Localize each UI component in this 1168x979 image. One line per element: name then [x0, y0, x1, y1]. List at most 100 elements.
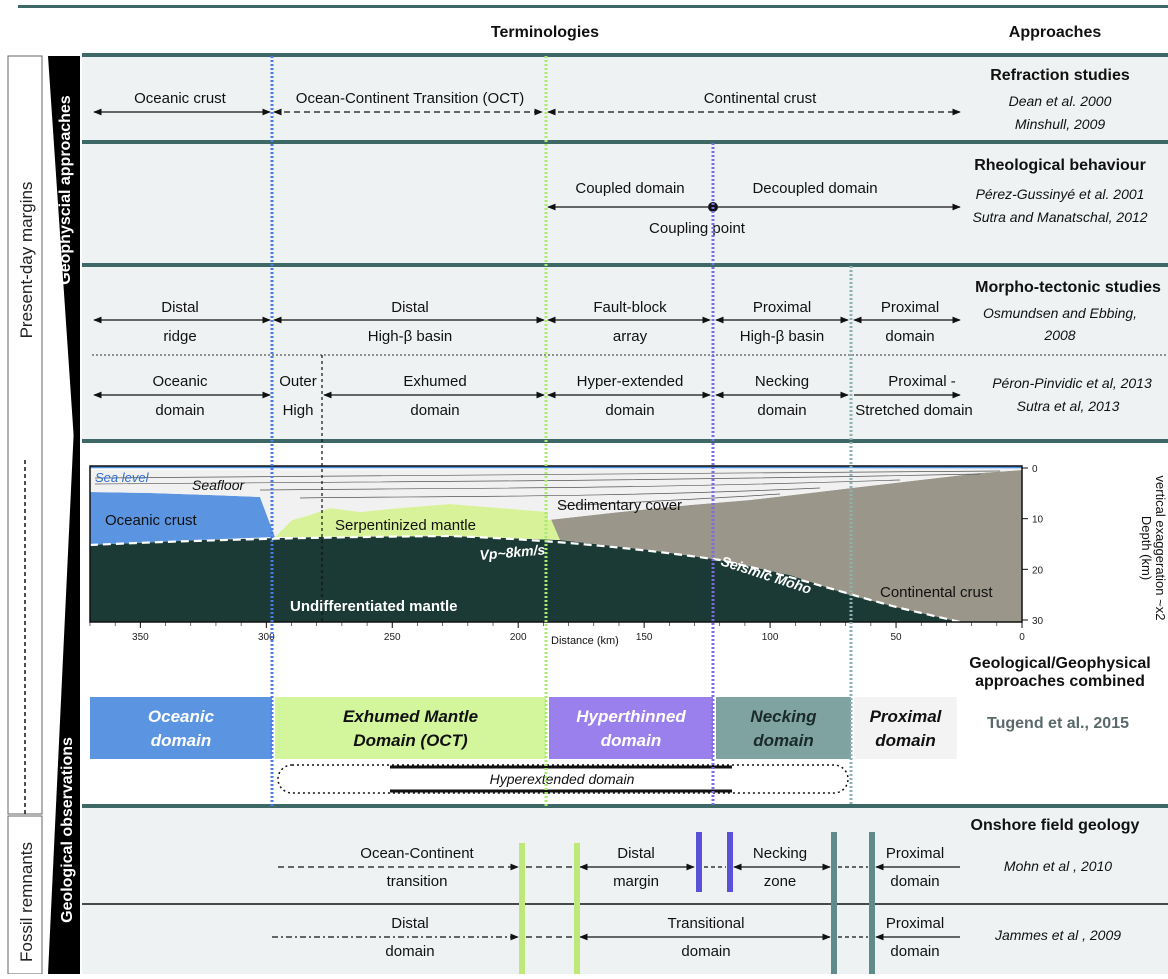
ocean-continent-2: transition — [387, 873, 448, 890]
morpho-ref-2b: Sutra et al, 2013 — [1017, 398, 1120, 414]
refraction-oct: Ocean-Continent Transition (OCT) — [296, 90, 524, 107]
domain-box-label: Hyperthinned — [576, 707, 686, 726]
refraction-heading: Refraction studies — [990, 67, 1130, 84]
combined-heading-1: Geological/Geophysical — [969, 655, 1150, 672]
distance-tick-label: 100 — [762, 632, 779, 643]
hyperextended-dotted-outline — [277, 764, 849, 794]
oceanic-crust-body — [90, 492, 275, 545]
distal-margin-2: margin — [613, 873, 659, 890]
onshore-heading: Onshore field geology — [971, 817, 1140, 834]
distance-tick-label: 150 — [636, 632, 653, 643]
domain-box-label: domain — [875, 731, 935, 750]
cross-section: Sea level Seafloor Oceanic crust Serpent… — [89, 355, 1168, 647]
geological-wedge — [48, 300, 80, 974]
fossil-label-box — [7, 815, 43, 975]
serpentinized-mantle-body — [275, 504, 560, 540]
morpho-distal-ridge-1: Distal — [161, 299, 199, 316]
morpho-fault-block-2: array — [613, 328, 648, 345]
transitional-2: domain — [681, 943, 730, 960]
onshore-oct-bar-1 — [519, 843, 525, 974]
fossil-label: Fossil remnants — [17, 842, 36, 962]
rheology-coupling-point: Coupling point — [649, 220, 746, 237]
morpho-hyper-1: Hyper-extended — [577, 373, 684, 390]
distance-tick-label: 300 — [258, 632, 275, 643]
domain-box — [549, 697, 713, 759]
sep-4 — [82, 439, 1168, 443]
morpho-oceanic-1: Oceanic — [152, 373, 208, 390]
rheology-ref-1: Pérez-Gussinyé et al. 2001 — [976, 186, 1145, 202]
sep-1 — [82, 53, 1168, 57]
proximal-2a: Proximal — [886, 915, 944, 932]
depth-axis-label: Depth (km) — [1139, 516, 1154, 580]
geophysical-label: Geophyscial approaches — [57, 95, 74, 285]
morpho-heading: Morpho-tectonic studies — [975, 279, 1161, 296]
depth-tick-label: 20 — [1032, 565, 1044, 576]
proximal-1b: domain — [890, 873, 939, 890]
ocean-continent-1: Ocean-Continent — [360, 845, 474, 862]
continental-crust-label: Continental crust — [880, 584, 993, 601]
morpho-stretched-1: Proximal - — [888, 373, 956, 390]
morpho-necking-2: domain — [757, 402, 806, 419]
present-day-label: Present-day margins — [17, 182, 36, 339]
distal-domain-2: domain — [385, 943, 434, 960]
terminologies-heading: Terminologies — [491, 24, 599, 41]
rheology-ref-2: Sutra and Manatschal, 2012 — [972, 209, 1147, 225]
onshore-oct-bar-2 — [574, 843, 580, 974]
domain-box-label: Proximal — [870, 707, 943, 726]
distal-margin-1: Distal — [617, 845, 655, 862]
domain-box-label: domain — [753, 731, 813, 750]
domain-box-label: Domain (OCT) — [353, 731, 468, 750]
sea-level-label: Sea level — [95, 470, 150, 485]
sedimentary-cover-body — [90, 468, 1022, 537]
sep-2 — [82, 140, 1168, 144]
morpho-outer-2: High — [283, 402, 314, 419]
depth-ticks: 0 10 20 30 — [1022, 464, 1044, 627]
necking-zone-2: zone — [764, 873, 797, 890]
geophysical-panel-bg — [82, 56, 1168, 439]
sedimentary-label: Sedimentary cover — [557, 497, 682, 514]
depth-tick-label: 30 — [1032, 616, 1044, 627]
necking-zone-1: Necking — [753, 845, 807, 862]
rheology-decoupled: Decoupled domain — [752, 180, 877, 197]
refraction-continental-crust: Continental crust — [704, 90, 817, 107]
domain-box-label: domain — [601, 731, 661, 750]
onshore-proximal-bar-1 — [831, 832, 837, 974]
distal-domain-1: Distal — [391, 915, 429, 932]
exaggeration-label: vertical exaggeration ~x2 — [1153, 476, 1168, 621]
distance-axis-label: Distance (km) — [551, 635, 619, 647]
combined-heading-2: approaches combined — [975, 673, 1145, 690]
morpho-hyper-2: domain — [605, 402, 654, 419]
proximal-1a: Proximal — [886, 845, 944, 862]
onshore-ref-1: Mohn et al , 2010 — [1004, 858, 1112, 874]
depth-tick-label: 0 — [1032, 464, 1038, 475]
depth-tick-label: 10 — [1032, 515, 1044, 526]
distance-tick-label: 250 — [384, 632, 401, 643]
morpho-ref-2a: Péron-Pinvidic et al, 2013 — [992, 375, 1152, 391]
morpho-ref-1b: 2008 — [1043, 327, 1075, 343]
tugend-citation: Tugend et al., 2015 — [987, 715, 1129, 732]
morpho-stretched-2: Stretched domain — [855, 402, 973, 419]
undifferentiated-mantle-body — [90, 536, 960, 622]
domain-box — [275, 697, 546, 759]
morpho-necking-1: Necking — [755, 373, 809, 390]
morpho-exhumed-2: domain — [410, 402, 459, 419]
geophysical-wedge — [48, 56, 80, 530]
sep-5 — [82, 804, 1168, 808]
distance-tick-label: 50 — [890, 632, 902, 643]
hyperextended-label: Hyperextended domain — [490, 771, 635, 787]
refraction-ref-2: Minshull, 2009 — [1015, 116, 1105, 132]
onshore-necking-bar-2 — [727, 832, 733, 892]
domain-box — [90, 697, 272, 759]
mantle-label: Undifferentiated mantle — [290, 598, 458, 615]
onshore-necking-bar-1 — [696, 832, 702, 892]
seafloor-label: Seafloor — [192, 477, 245, 493]
vp-label: Vp~8km/s — [479, 541, 546, 563]
section-frame — [89, 465, 1023, 623]
domain-box — [854, 697, 957, 759]
morpho-oceanic-2: domain — [155, 402, 204, 419]
distance-tick-label: 200 — [510, 632, 527, 643]
refraction-oceanic-crust: Oceanic crust — [134, 90, 227, 107]
